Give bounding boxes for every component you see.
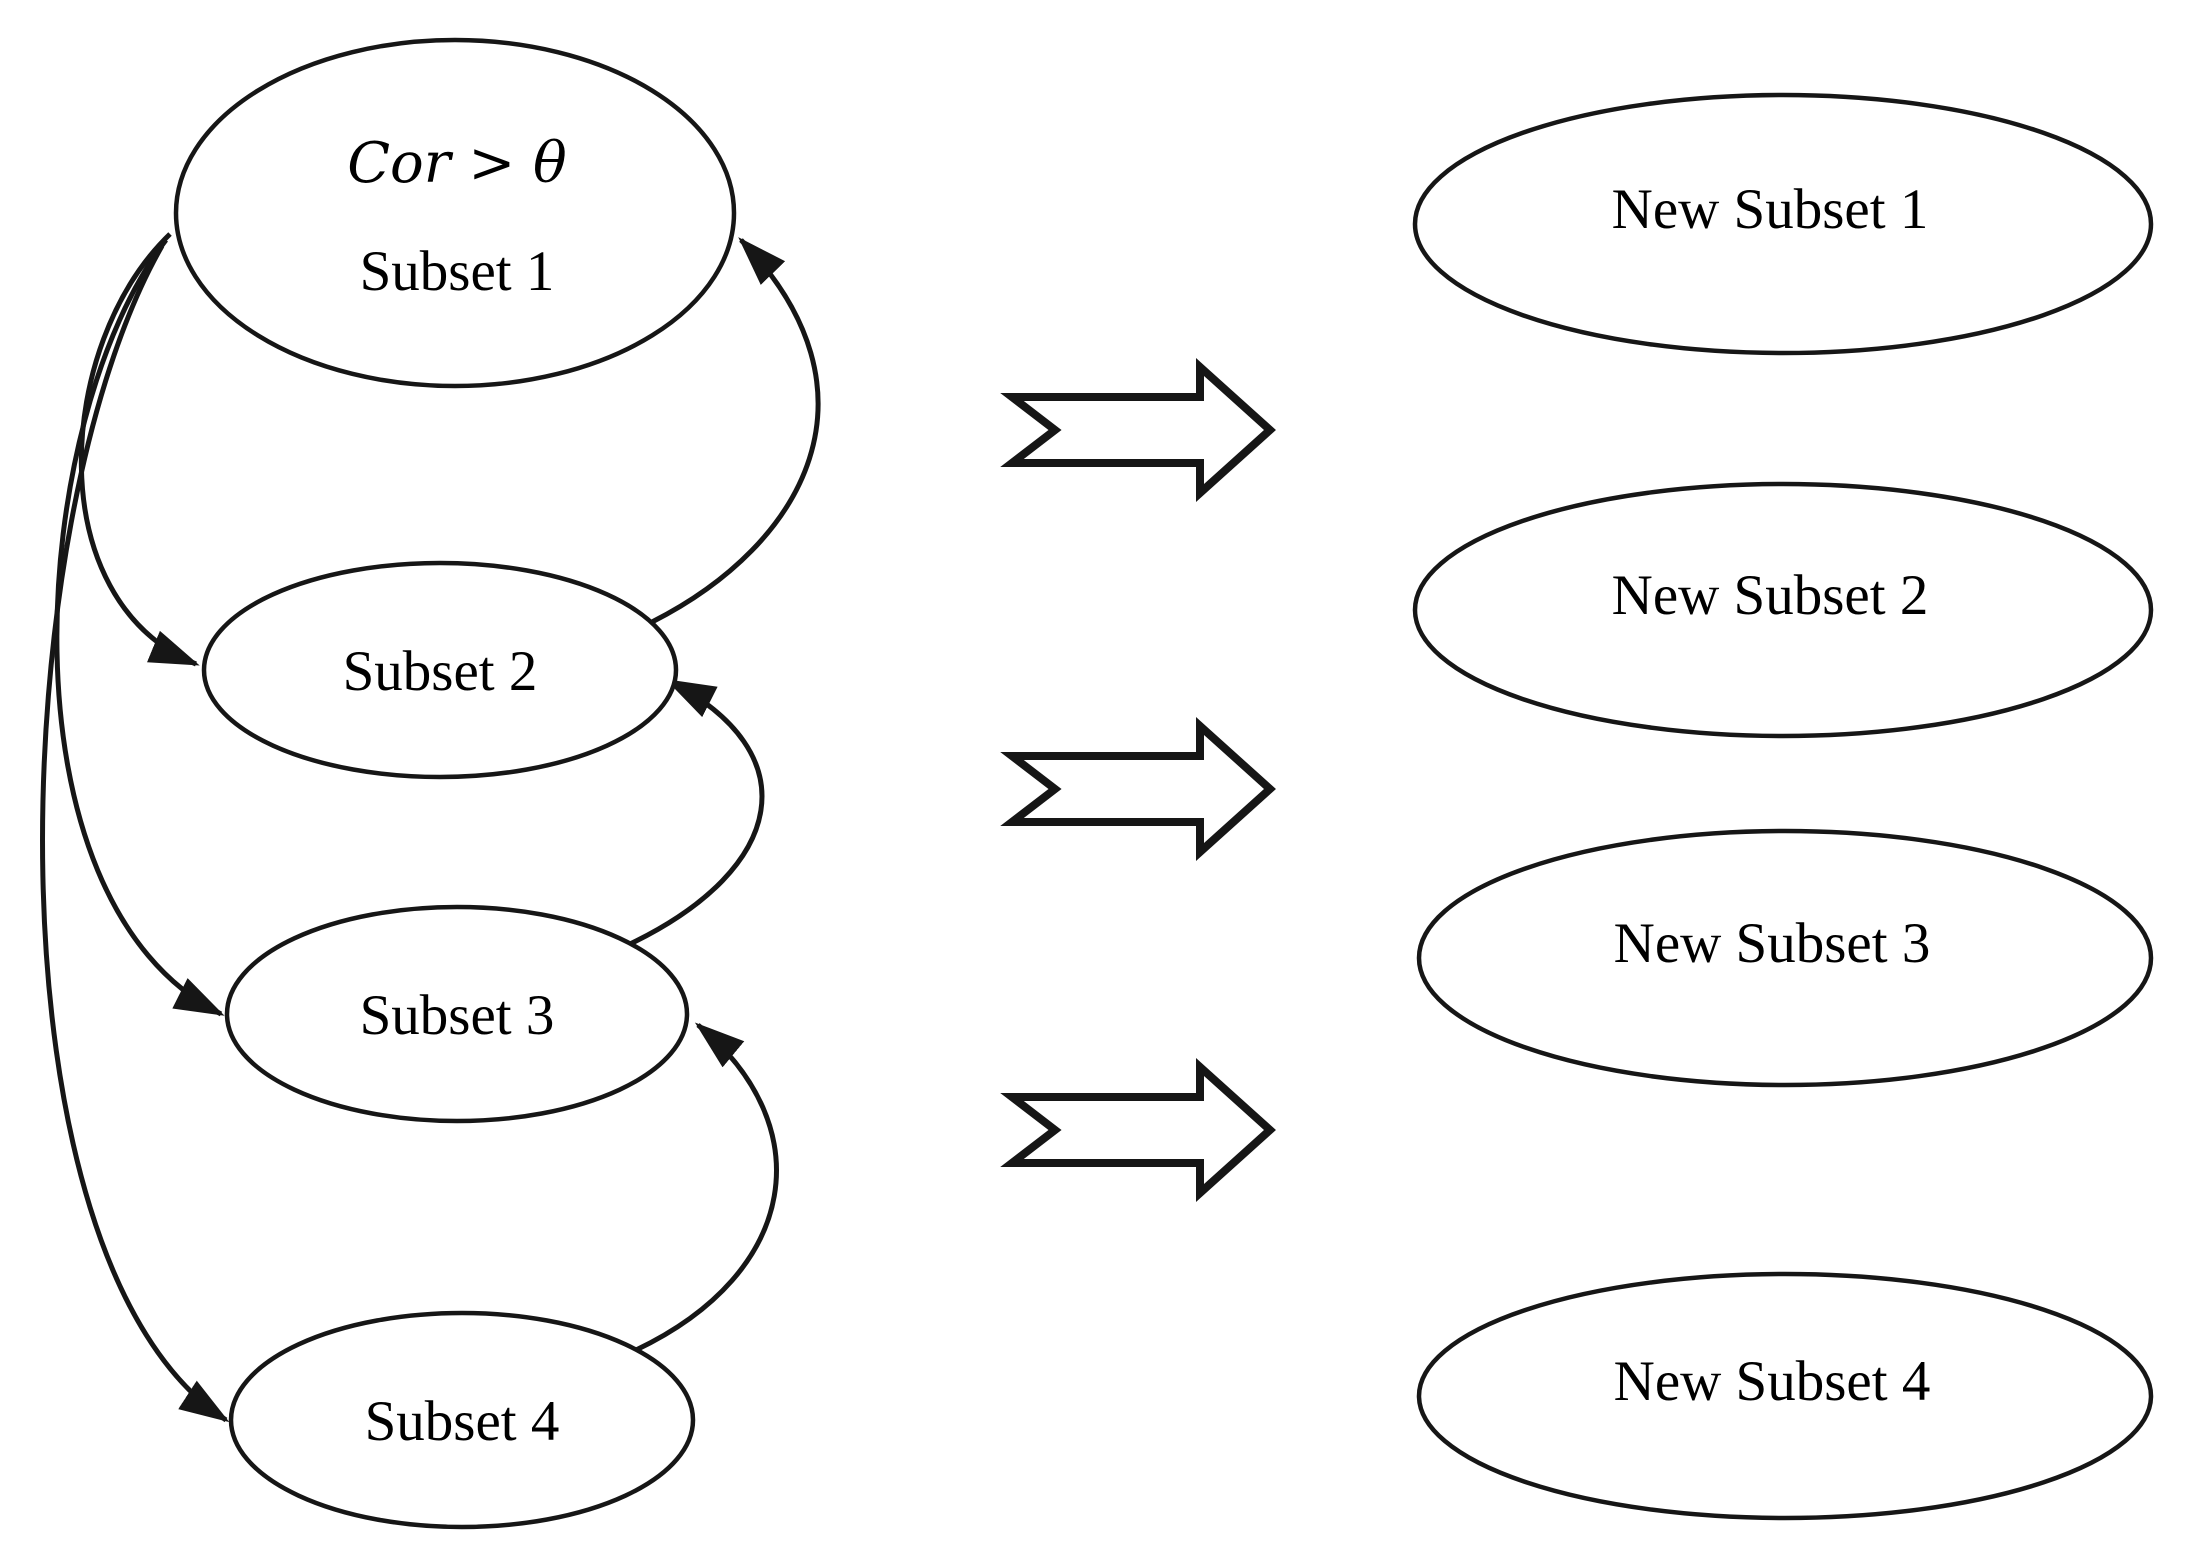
node-labels: Cor > θ Subset 1 Subset 2 Subset 3 Subse… bbox=[343, 131, 1931, 1453]
connector-edges bbox=[40, 232, 821, 1423]
subset-1-condition-label: Cor > θ bbox=[347, 131, 567, 196]
edge-subset1-to-subset2 bbox=[78, 232, 200, 667]
new-subset-1-label: New Subset 1 bbox=[1612, 178, 1929, 241]
edge-subset2-to-subset1 bbox=[650, 237, 821, 625]
new-subset-2-label: New Subset 2 bbox=[1612, 564, 1929, 627]
subset-4-label: Subset 4 bbox=[365, 1390, 560, 1453]
block-arrow-icon-2 bbox=[1000, 717, 1276, 861]
subset-4-node bbox=[228, 1310, 696, 1530]
subset-1-label: Subset 1 bbox=[360, 240, 555, 303]
edge-subset4-to-subset3 bbox=[634, 1022, 779, 1353]
edge-subset3-to-subset2 bbox=[628, 678, 765, 947]
subset-3-label: Subset 3 bbox=[360, 984, 555, 1047]
new-subset-1-node bbox=[1412, 92, 2154, 356]
subset-3-node bbox=[224, 904, 690, 1124]
transform-arrows bbox=[1000, 358, 1276, 1202]
subset-2-node bbox=[201, 560, 679, 780]
new-subset-2-node bbox=[1412, 481, 2154, 739]
new-subset-3-node bbox=[1416, 828, 2154, 1088]
new-subset-4-node bbox=[1416, 1271, 2154, 1521]
subset-2-label: Subset 2 bbox=[343, 640, 538, 703]
edge-subset1-to-subset4 bbox=[40, 244, 230, 1423]
block-arrow-icon-3 bbox=[1000, 1058, 1276, 1202]
new-subset-3-label: New Subset 3 bbox=[1614, 912, 1931, 975]
new-subset-4-label: New Subset 4 bbox=[1614, 1350, 1931, 1413]
edge-subset1-to-subset3 bbox=[54, 238, 225, 1017]
block-arrow-icon-1 bbox=[1000, 358, 1276, 502]
node-shapes bbox=[173, 37, 2154, 1530]
subset-1-node bbox=[173, 37, 737, 389]
